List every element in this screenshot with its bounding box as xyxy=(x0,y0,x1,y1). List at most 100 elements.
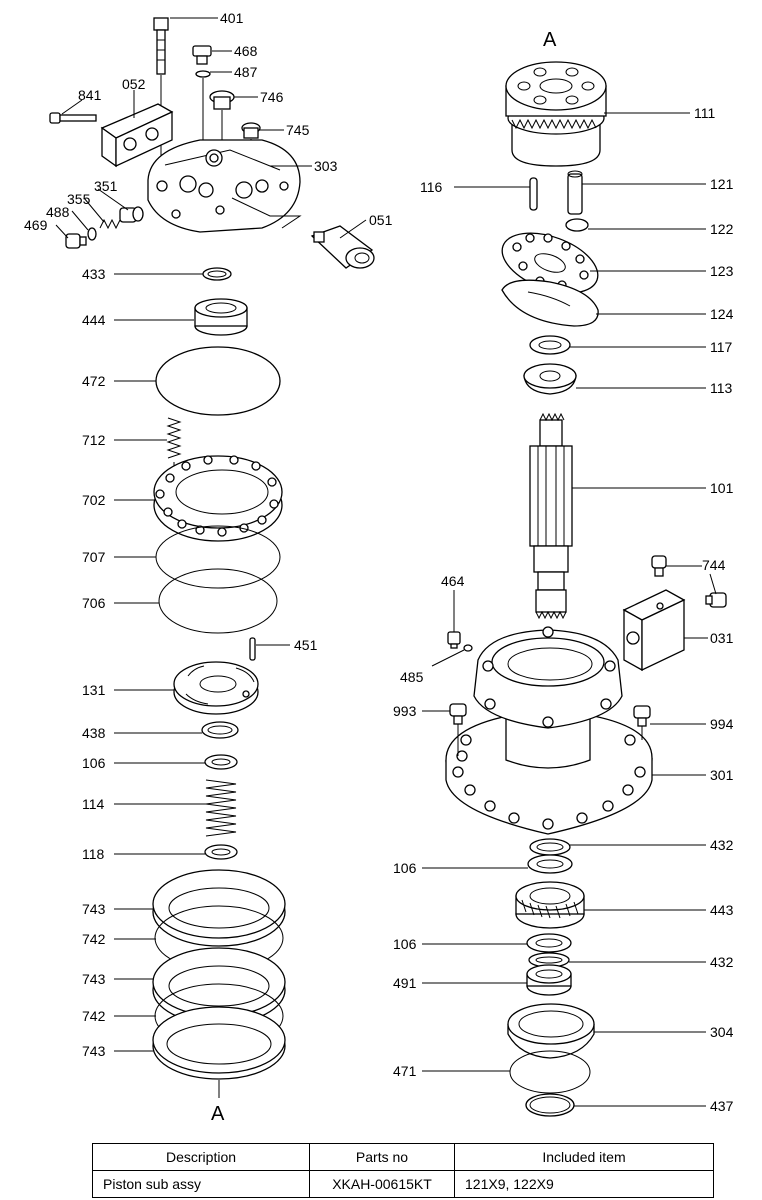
part-122-shoe xyxy=(565,218,589,232)
label-124: 124 xyxy=(710,306,734,322)
label-702: 702 xyxy=(82,492,106,508)
label-993: 993 xyxy=(393,703,417,719)
part-444-bearing xyxy=(194,298,248,336)
cell-parts-no: XKAH-00615KT xyxy=(309,1170,455,1198)
part-051-relief-valve xyxy=(310,225,375,269)
mark-a-bottom: A xyxy=(211,1103,225,1125)
label-116: 116 xyxy=(420,179,443,195)
part-432-snap-ring-upper xyxy=(529,838,571,856)
label-464: 464 xyxy=(441,573,465,589)
part-706-oring xyxy=(158,568,278,634)
label-746: 746 xyxy=(260,89,284,105)
label-351: 351 xyxy=(94,178,118,194)
part-994-plug xyxy=(633,705,651,740)
label-114: 114 xyxy=(82,796,105,812)
part-451-pin xyxy=(249,637,256,661)
part-113-ball-guide xyxy=(523,363,577,395)
label-743-3: 743 xyxy=(82,1043,106,1059)
part-116-pin xyxy=(529,177,538,211)
label-432-lower: 432 xyxy=(710,954,734,970)
label-743-1: 743 xyxy=(82,901,106,917)
label-401: 401 xyxy=(220,10,244,26)
label-444: 444 xyxy=(82,312,106,328)
table-row: Piston sub assy XKAH-00615KT 121X9, 122X… xyxy=(92,1170,714,1198)
label-485: 485 xyxy=(400,669,424,685)
label-131: 131 xyxy=(82,682,106,698)
part-487-oring xyxy=(195,70,211,78)
part-031-block xyxy=(622,589,686,672)
label-121: 121 xyxy=(710,176,734,192)
label-106-right-lower: 106 xyxy=(393,936,417,952)
label-303: 303 xyxy=(314,158,338,174)
label-438: 438 xyxy=(82,725,106,741)
label-707: 707 xyxy=(82,549,106,565)
label-304: 304 xyxy=(710,1024,734,1040)
part-111-cylinder-block xyxy=(505,61,607,167)
part-351-plug xyxy=(119,206,144,223)
part-303-valve-casing xyxy=(147,139,301,233)
exploded-parts-diagram: 401 468 487 746 745 841 052 303 351 355 … xyxy=(24,10,734,1125)
cell-included-item: 121X9, 122X9 xyxy=(454,1170,714,1198)
label-355: 355 xyxy=(67,191,91,207)
label-443: 443 xyxy=(710,902,734,918)
label-745: 745 xyxy=(286,122,310,138)
part-472-oring xyxy=(155,346,281,416)
label-051: 051 xyxy=(369,212,393,228)
part-131-valve-plate xyxy=(173,661,259,715)
part-743-friction-plate-3 xyxy=(152,1006,286,1080)
part-124-swash-plate xyxy=(501,279,599,327)
part-743-friction-plate-2 xyxy=(152,947,286,1025)
label-432-upper: 432 xyxy=(710,837,734,853)
part-117-spacer xyxy=(529,335,571,355)
part-491-oil-seal xyxy=(526,964,572,996)
part-464-plug xyxy=(447,631,461,649)
part-468-plug xyxy=(192,45,212,65)
header-description: Description xyxy=(92,1143,310,1171)
part-052-block xyxy=(100,103,174,168)
part-841-screw xyxy=(49,112,97,124)
label-841: 841 xyxy=(78,87,102,103)
part-number-labels: 401 468 487 746 745 841 052 303 351 355 … xyxy=(24,10,734,1125)
part-101-drive-shaft xyxy=(529,412,573,620)
label-451: 451 xyxy=(294,637,318,653)
part-114-spring xyxy=(205,779,237,837)
part-301-housing xyxy=(445,626,653,835)
label-113: 113 xyxy=(710,380,733,396)
part-437-snap-ring xyxy=(525,1093,575,1117)
part-485-oring xyxy=(463,644,473,652)
part-443-roller-bearing xyxy=(515,881,585,929)
label-742-1: 742 xyxy=(82,931,106,947)
label-472: 472 xyxy=(82,373,106,389)
part-438-snap-ring xyxy=(201,721,239,739)
label-743-2: 743 xyxy=(82,971,106,987)
label-031: 031 xyxy=(710,630,734,646)
label-469: 469 xyxy=(24,217,48,233)
part-488-oring xyxy=(87,227,97,241)
part-743-friction-plate-1 xyxy=(152,869,286,947)
label-106-right-upper: 106 xyxy=(393,860,417,876)
label-437: 437 xyxy=(710,1098,734,1114)
mark-a-top: A xyxy=(543,29,557,51)
label-122: 122 xyxy=(710,221,734,237)
label-111: 111 xyxy=(694,105,715,121)
label-471: 471 xyxy=(393,1063,417,1079)
label-744: 744 xyxy=(702,557,726,573)
part-744-plug xyxy=(651,555,727,608)
label-712: 712 xyxy=(82,432,106,448)
label-101: 101 xyxy=(710,480,734,496)
part-702-brake-piston xyxy=(153,455,283,542)
part-106-spacer-upper xyxy=(527,854,573,874)
part-106-washer-left xyxy=(204,754,238,770)
label-491: 491 xyxy=(393,975,417,991)
label-118: 118 xyxy=(82,846,105,862)
part-433-snap-ring xyxy=(202,267,232,281)
label-742-2: 742 xyxy=(82,1008,106,1024)
right-leader-lines xyxy=(422,112,717,1107)
label-433: 433 xyxy=(82,266,106,282)
label-106-left: 106 xyxy=(82,755,106,771)
part-304-front-cover xyxy=(507,1003,595,1059)
part-118-washer xyxy=(204,844,238,860)
parts-table-header-row: Description Parts no Included item xyxy=(92,1143,714,1171)
part-121-piston xyxy=(567,170,583,215)
label-123: 123 xyxy=(710,263,734,279)
